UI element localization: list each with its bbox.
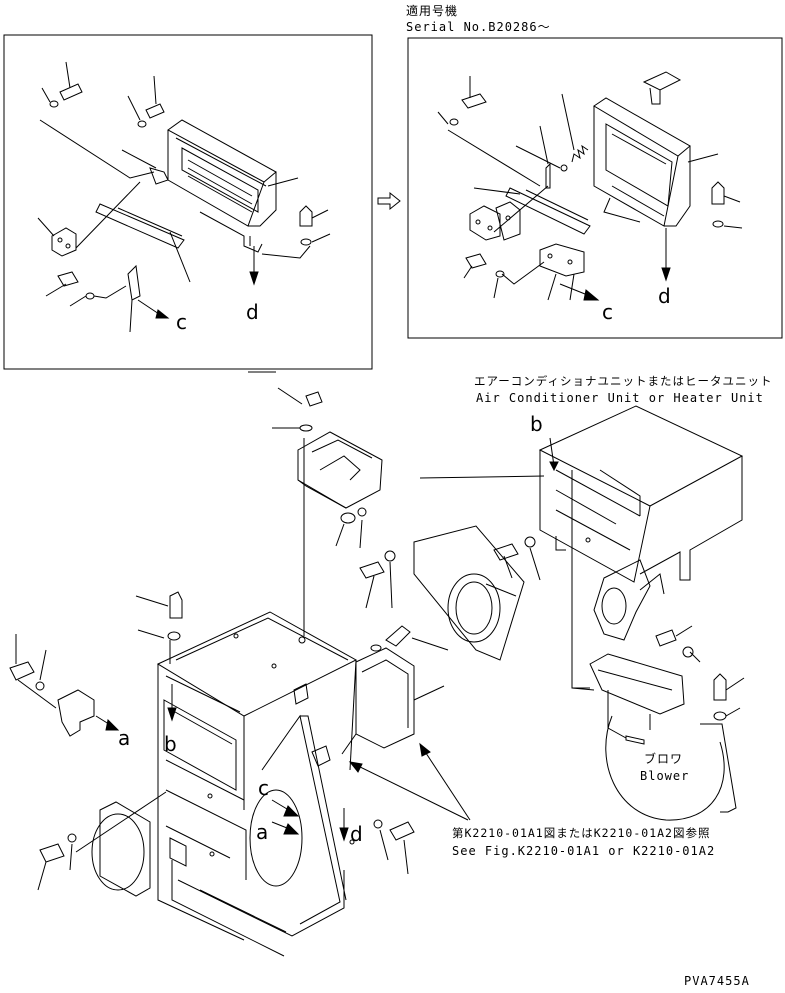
unit-en-label: Air Conditioner Unit or Heater Unit <box>476 391 764 405</box>
blower-en-label: Blower <box>640 769 690 783</box>
letter-a-box: a <box>256 820 269 844</box>
main-box-top <box>156 611 358 717</box>
ac-heater-unit <box>359 405 745 821</box>
letter-d-right-box: d <box>658 284 671 308</box>
detail-box-left <box>3 34 373 370</box>
letter-a-clamp: a <box>118 726 131 750</box>
reference-en-label: See Fig.K2210-01A1 or K2210-01A2 <box>452 844 716 858</box>
letter-c-left-box: c <box>176 310 187 334</box>
letter-d-box: d <box>350 822 363 846</box>
letter-d-left-box: d <box>246 300 259 324</box>
letter-c-right-box: c <box>602 300 613 324</box>
unit-jp-label: エアーコンディショナユニットまたはヒータユニット <box>474 374 773 388</box>
drawing-code-label: PVA7455A <box>684 974 750 988</box>
reference-jp-label: 第K2210-01A1図またはK2210-01A2図参照 <box>452 826 711 840</box>
right-detail-parts <box>437 71 743 301</box>
detail-box-right <box>407 37 783 339</box>
left-detail-parts <box>37 61 331 333</box>
main-assembly <box>9 387 471 957</box>
letter-b-unit: b <box>530 412 543 436</box>
transition-arrow-icon <box>377 191 401 211</box>
blower-jp-label: ブロワ <box>644 752 684 766</box>
letter-c-box: c <box>258 776 269 800</box>
applicable-serial-jp-label: 適用号機 <box>406 4 459 18</box>
serial-number-label: Serial No.B20286～ <box>406 20 551 34</box>
letter-b-box: b <box>164 732 177 756</box>
